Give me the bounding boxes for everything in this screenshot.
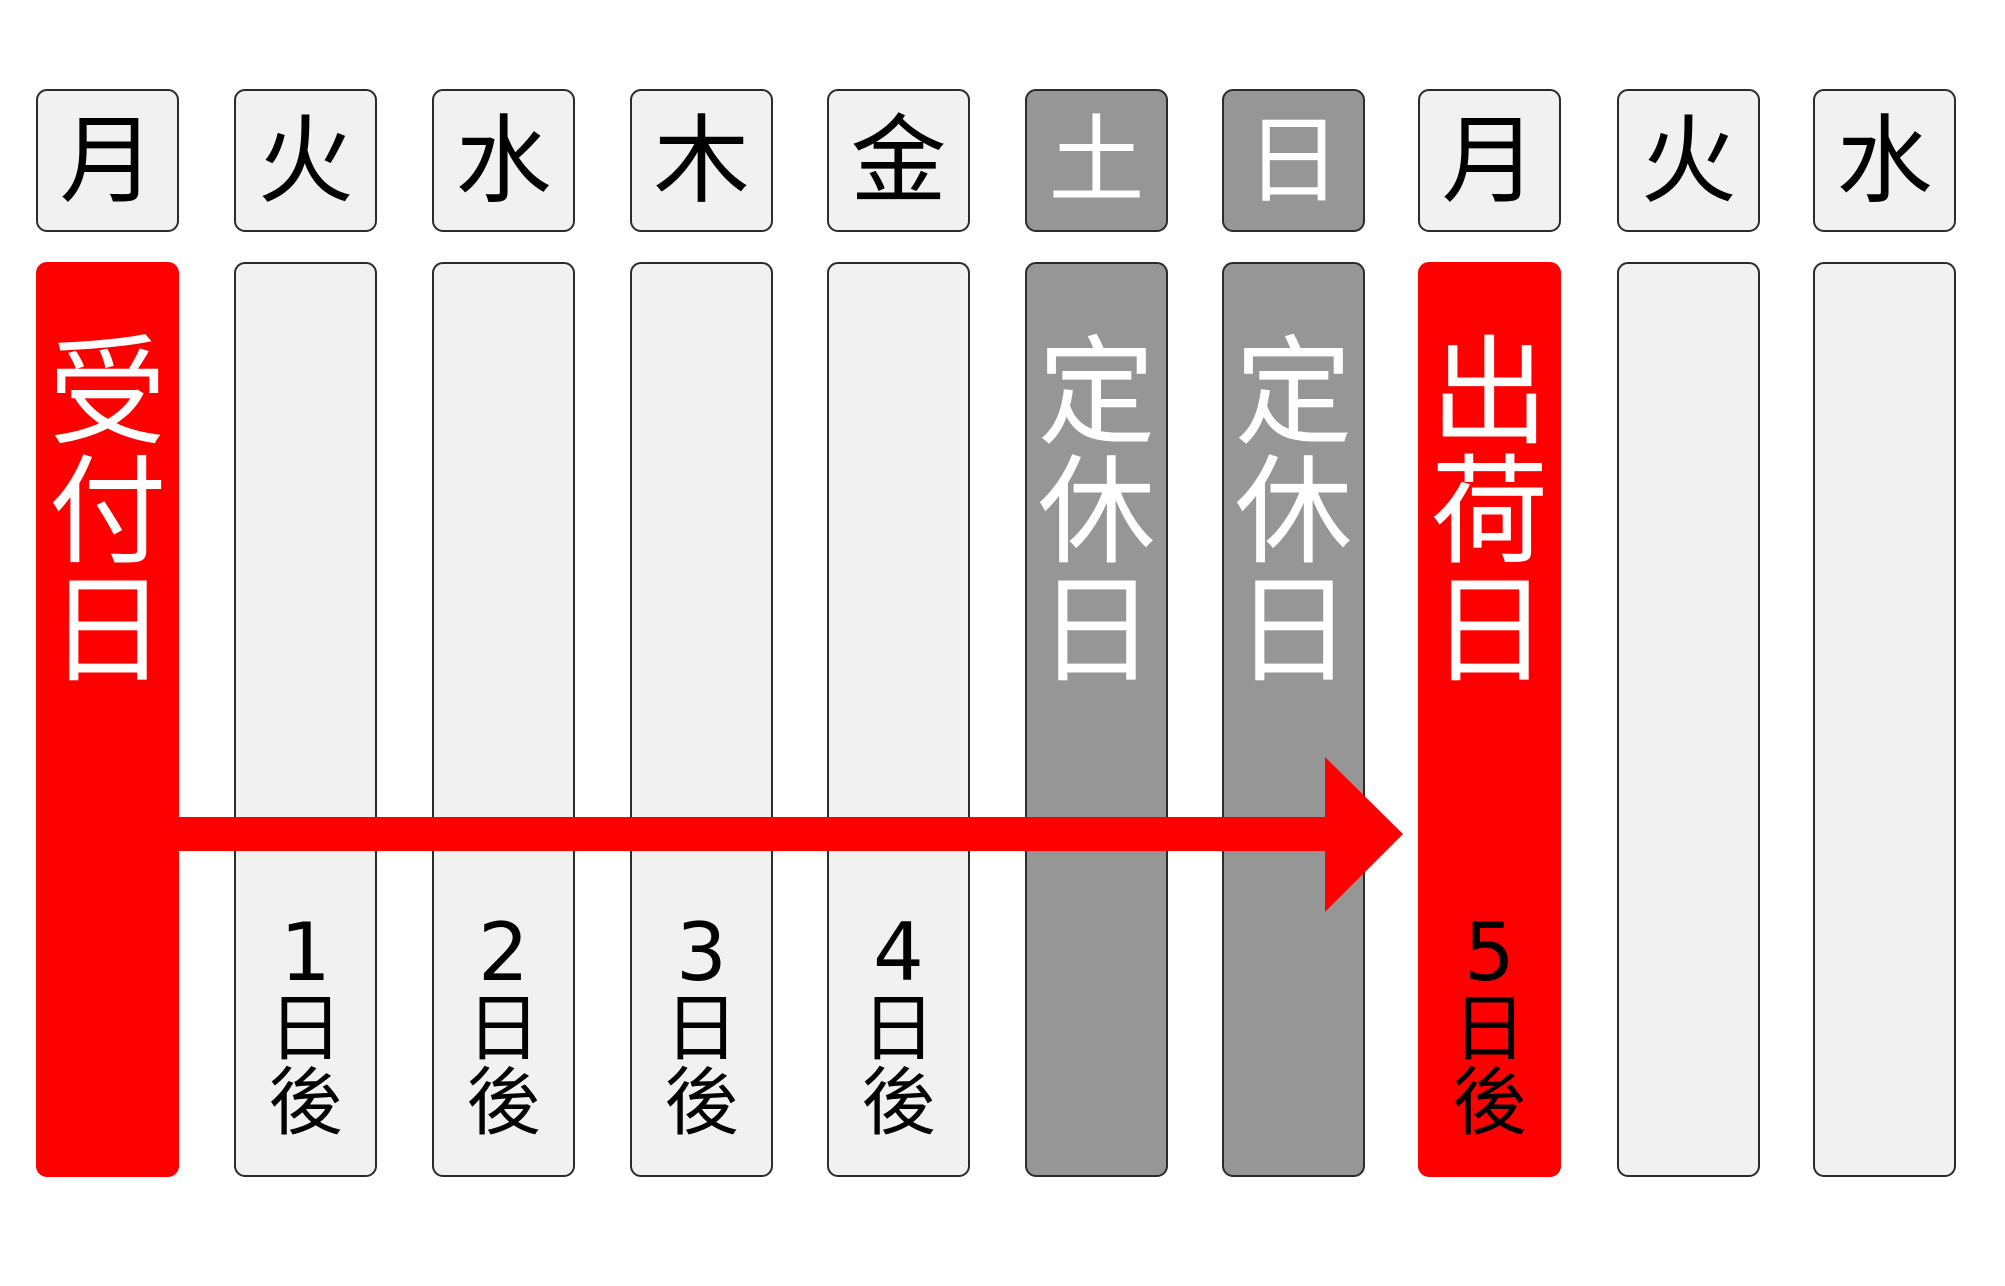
days-after-char: 後: [861, 1060, 936, 1146]
days-after-number: 5: [1464, 906, 1515, 999]
label-char: 定: [1037, 324, 1156, 462]
days-after-number: 3: [676, 906, 727, 999]
days-after-number: 4: [873, 906, 924, 999]
label-char: 受: [48, 324, 167, 462]
weekday-header-sun: 日: [1222, 89, 1365, 232]
weekday-header-tue: 火: [234, 89, 377, 232]
shipping-day-label: 出 荷 日: [1420, 334, 1559, 691]
weekday-header-wed-next: 水: [1813, 89, 1956, 232]
label-char: 定: [1234, 324, 1353, 462]
label-char: 日: [1037, 562, 1156, 700]
weekday-header-thu: 木: [630, 89, 773, 232]
reception-day-column: 受 付 日: [36, 262, 179, 1177]
days-after-char: 日: [1452, 986, 1527, 1072]
days-after-char: 後: [664, 1060, 739, 1146]
days-after-label: 3 日 後: [632, 906, 771, 1146]
day-column: 1 日 後: [234, 262, 377, 1177]
holiday-column: 定 休 日: [1222, 262, 1365, 1177]
label-char: 日: [1430, 562, 1549, 700]
days-after-label: 4 日 後: [829, 906, 968, 1146]
holiday-label: 定 休 日: [1027, 334, 1166, 691]
day-column: 2 日 後: [432, 262, 575, 1177]
weekday-header-fri: 金: [827, 89, 970, 232]
days-after-number: 2: [478, 906, 529, 999]
holiday-label: 定 休 日: [1224, 334, 1363, 691]
days-after-label: 2 日 後: [434, 906, 573, 1146]
label-char: 日: [48, 562, 167, 700]
day-column: 3 日 後: [630, 262, 773, 1177]
day-column: 4 日 後: [827, 262, 970, 1177]
days-after-char: 日: [861, 986, 936, 1072]
days-after-label: 5 日 後: [1420, 906, 1559, 1146]
days-after-char: 日: [466, 986, 541, 1072]
label-char: 出: [1430, 324, 1549, 462]
label-char: 付: [48, 443, 167, 581]
day-column: [1813, 262, 1956, 1177]
days-after-char: 後: [1452, 1060, 1527, 1146]
weekday-header-mon-next: 月: [1418, 89, 1561, 232]
label-char: 日: [1234, 562, 1353, 700]
reception-day-label: 受 付 日: [38, 334, 177, 691]
shipping-day-column: 出 荷 日 5 日 後: [1418, 262, 1561, 1177]
weekday-header-tue-next: 火: [1617, 89, 1760, 232]
weekday-header-wed: 水: [432, 89, 575, 232]
days-after-char: 後: [268, 1060, 343, 1146]
weekday-header-sat: 土: [1025, 89, 1168, 232]
label-char: 荷: [1430, 443, 1549, 581]
holiday-column: 定 休 日: [1025, 262, 1168, 1177]
days-after-char: 後: [466, 1060, 541, 1146]
days-after-char: 日: [268, 986, 343, 1072]
day-column: [1617, 262, 1760, 1177]
days-after-number: 1: [280, 906, 331, 999]
days-after-label: 1 日 後: [236, 906, 375, 1146]
weekday-header-mon: 月: [36, 89, 179, 232]
label-char: 休: [1234, 443, 1353, 581]
days-after-char: 日: [664, 986, 739, 1072]
label-char: 休: [1037, 443, 1156, 581]
